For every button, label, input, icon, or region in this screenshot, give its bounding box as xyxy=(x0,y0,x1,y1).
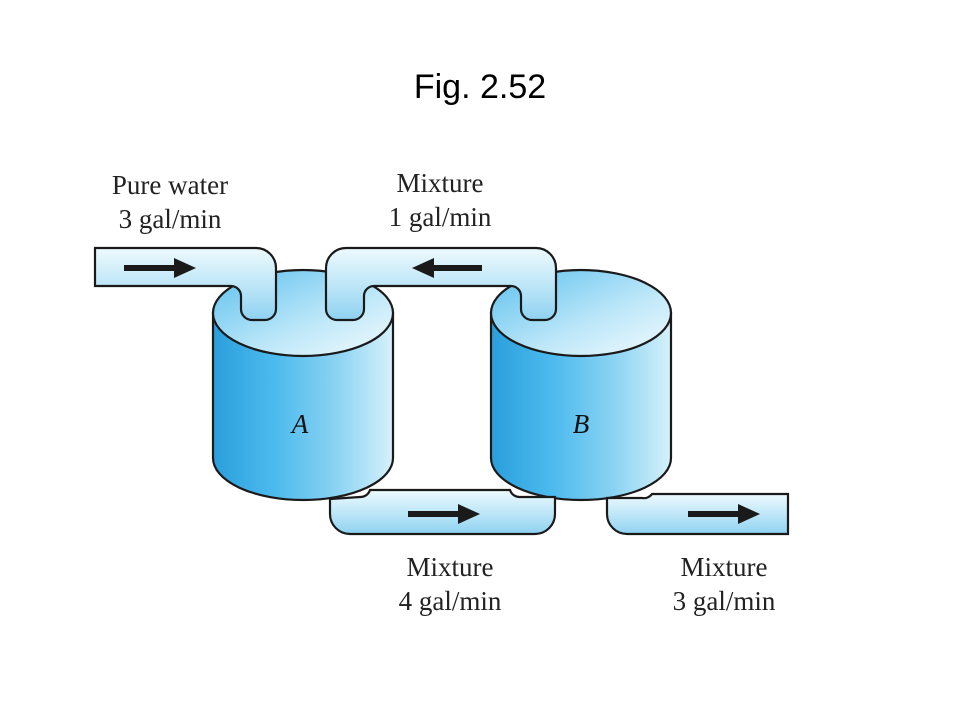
label-b-to-a-line2: 1 gal/min xyxy=(388,202,492,232)
tank-a-label: A xyxy=(290,409,309,439)
arrow-b-to-a-left-icon xyxy=(412,258,482,278)
figure-title: Fig. 2.52 xyxy=(413,68,547,106)
pipe-b-to-a xyxy=(324,246,558,322)
label-a-to-b-line1: Mixture xyxy=(406,552,494,582)
label-inlet-a: Pure water 3 gal/min xyxy=(90,168,250,236)
label-inlet-a-line2: 3 gal/min xyxy=(118,204,222,234)
label-outlet-b-line2: 3 gal/min xyxy=(672,586,776,616)
label-outlet-b-line1: Mixture xyxy=(680,552,768,582)
label-b-to-a-line1: Mixture xyxy=(396,168,484,198)
label-b-to-a: Mixture 1 gal/min xyxy=(370,166,510,234)
label-inlet-a-line1: Pure water xyxy=(111,170,229,200)
arrow-outlet-right-icon xyxy=(688,504,760,524)
label-a-to-b: Mixture 4 gal/min xyxy=(380,550,520,618)
label-outlet-b: Mixture 3 gal/min xyxy=(654,550,794,618)
label-a-to-b-line2: 4 gal/min xyxy=(398,586,502,616)
arrow-a-to-b-right-icon xyxy=(408,504,480,524)
tank-b-label: B xyxy=(573,409,590,439)
pipe-inlet-a xyxy=(93,246,278,322)
tank-b: B xyxy=(489,268,673,502)
arrow-inlet-right-icon xyxy=(124,258,196,278)
